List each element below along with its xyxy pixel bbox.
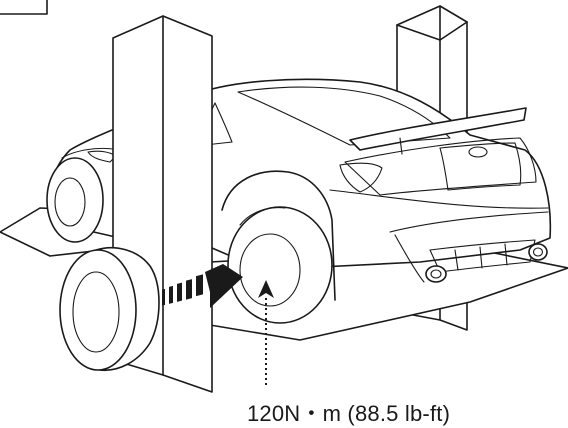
rear-wheel-hub bbox=[227, 206, 333, 324]
torque-specification-label: 120N・m (88.5 lb-ft) bbox=[247, 401, 451, 426]
install-arrow bbox=[162, 264, 243, 308]
rear-wheel-arch bbox=[221, 170, 336, 301]
loose-tire bbox=[59, 246, 160, 371]
torque-indicator bbox=[258, 280, 274, 385]
front-wheel bbox=[46, 157, 104, 243]
corner-frame bbox=[0, 0, 48, 15]
